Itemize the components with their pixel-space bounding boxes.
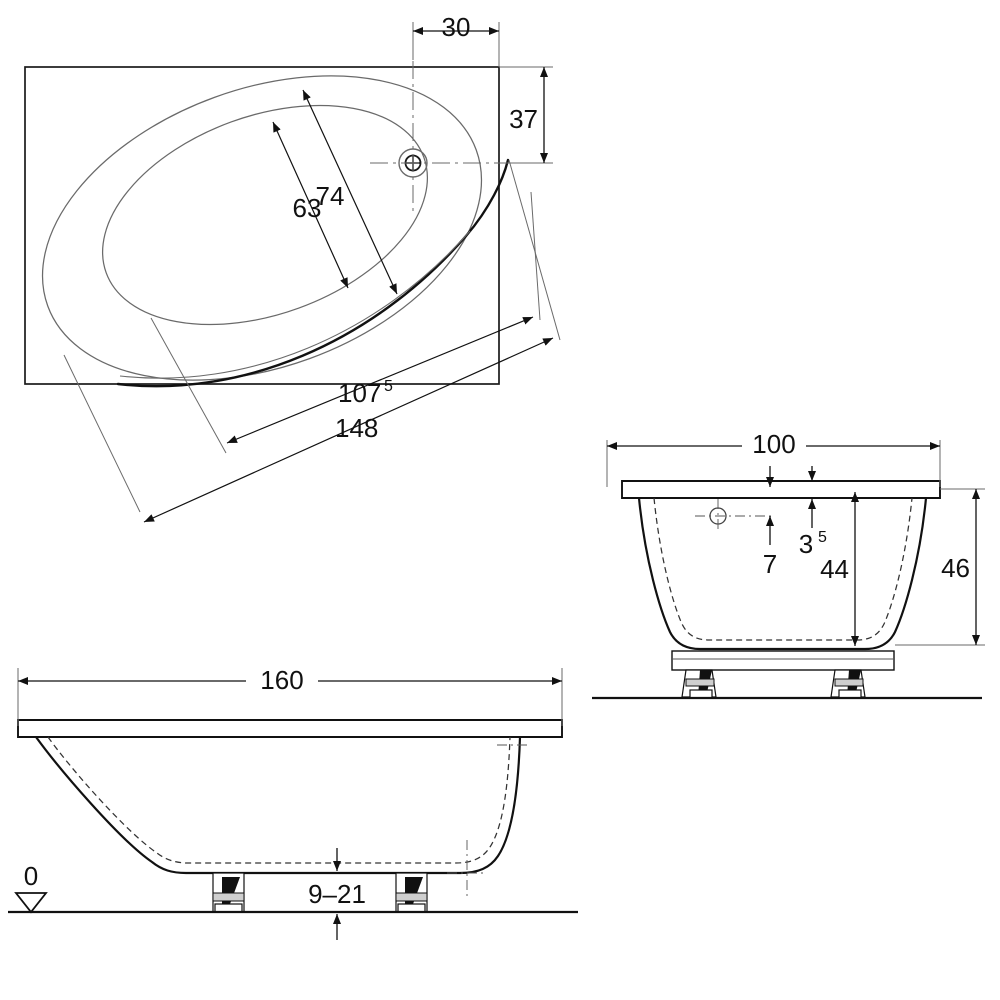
end-support-foot-right	[830, 669, 866, 699]
dimension-37: 37	[499, 66, 553, 164]
side-inner-wall-profile-dashed	[47, 736, 511, 864]
side-drain-centermark	[447, 744, 530, 900]
dim-label-30: 30	[442, 12, 471, 42]
dim-label-100: 100	[752, 429, 795, 459]
foot-right-pad	[838, 689, 862, 699]
side-foot-left-pad	[214, 903, 243, 913]
ext-line-107-right	[530, 191, 541, 321]
foot-right-adjuster	[834, 678, 864, 687]
end-rim-slab	[621, 480, 941, 499]
dim-label-160-backdrop	[246, 666, 318, 694]
dimension-30: 30	[412, 12, 500, 67]
dimension-44: 44	[820, 492, 859, 646]
end-base-frame	[671, 650, 895, 671]
side-support-foot-right	[395, 872, 428, 913]
dim-label-7: 7	[763, 549, 777, 579]
plan-inner-basin-ellipse	[101, 104, 429, 326]
dim-label-44: 44	[820, 554, 849, 584]
dimension-100: 100	[606, 429, 941, 487]
foot-left-pad	[689, 689, 713, 699]
datum-label: 0	[24, 861, 38, 891]
dim-line-148	[143, 337, 554, 523]
foot-left-adjuster	[685, 678, 715, 687]
side-outer-wall-profile	[35, 736, 522, 875]
side-support-foot-left	[212, 872, 245, 913]
dim-label-107-superscript: 5	[384, 378, 393, 395]
dim-label-160: 160	[260, 665, 303, 695]
side-elevation-view: 160 9–21 0	[8, 665, 578, 940]
end-overflow-symbol	[695, 499, 775, 533]
side-foot-right-pad	[397, 903, 426, 913]
dim-label-9-21: 9–21	[308, 879, 366, 909]
dim-label-3: 3	[799, 529, 813, 559]
dimension-148: 148	[63, 159, 561, 523]
dim-label-107: 107	[338, 378, 381, 408]
end-outer-wall-profile	[637, 497, 928, 651]
plan-view: 30 37 74 63 107 5	[24, 12, 561, 523]
datum-triangle-icon	[14, 892, 48, 914]
side-foot-right-adjuster	[395, 892, 428, 902]
dim-label-3-superscript: 5	[818, 529, 827, 546]
dim-label-148: 148	[335, 413, 378, 443]
dim-label-100-backdrop	[742, 432, 806, 458]
side-foot-left-adjuster	[212, 892, 245, 902]
dimension-160: 160	[17, 665, 563, 726]
datum-marker-zero: 0	[14, 861, 48, 914]
dimension-7: 7	[763, 466, 777, 579]
dim-label-46: 46	[941, 553, 970, 583]
end-elevation-view: 100 7 3 5 44 46	[592, 429, 985, 700]
dim-line-63	[272, 121, 349, 289]
ext-line-148-left	[63, 354, 141, 513]
dim-label-63: 63	[293, 193, 322, 223]
side-rim-slab	[17, 719, 563, 738]
dimension-46: 46	[895, 488, 985, 646]
dimension-9-21: 9–21	[308, 848, 366, 940]
dimension-63: 63	[272, 121, 349, 289]
end-support-foot-left	[681, 669, 717, 699]
end-inner-wall-profile-dashed	[653, 497, 913, 641]
dim-label-37: 37	[509, 104, 538, 134]
ext-line-148-right	[508, 159, 561, 341]
dimension-3-5: 3 5	[799, 466, 827, 559]
